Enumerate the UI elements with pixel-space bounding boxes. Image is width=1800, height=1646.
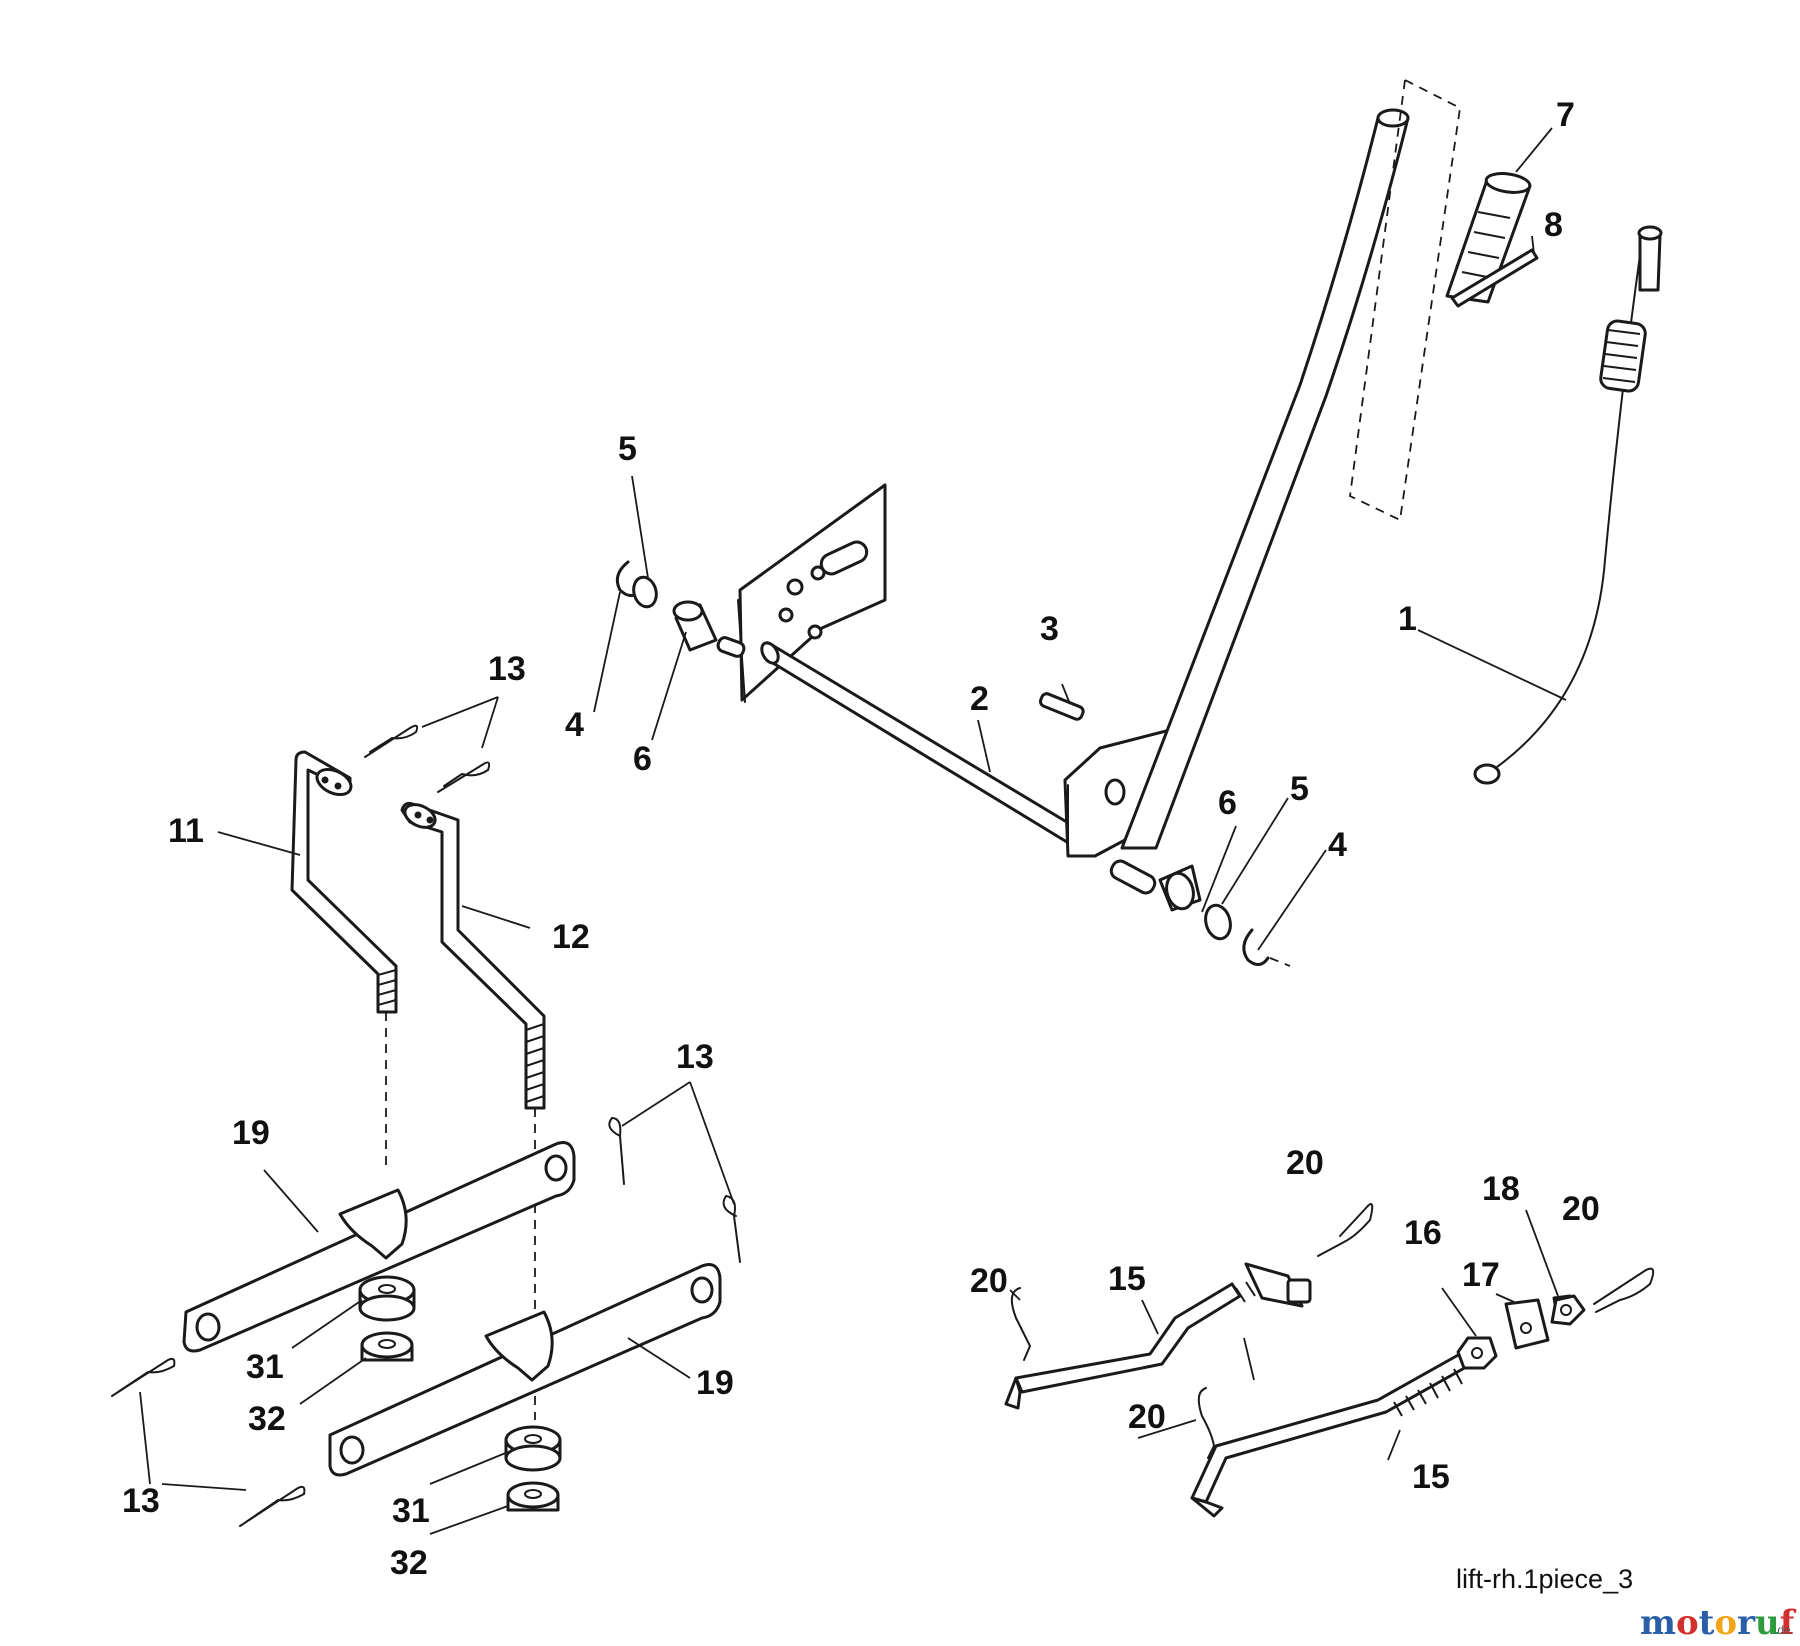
- callout-13-bottom: 13: [122, 1482, 160, 1520]
- hairpin-clips-13: [111, 724, 741, 1527]
- leader-lines: [139, 127, 1567, 1535]
- roll-pin-8: [1450, 248, 1539, 308]
- callout-19-lower: 19: [696, 1364, 734, 1402]
- lift-cable: [1473, 225, 1663, 785]
- handle-grip: [1445, 172, 1532, 304]
- lift-arm-19-upper: [182, 1141, 576, 1353]
- callout-19-upper: 19: [232, 1114, 270, 1152]
- callout-3: 3: [1040, 610, 1059, 648]
- callout-32-lower: 32: [390, 1544, 428, 1582]
- callout-6-right: 6: [1218, 784, 1237, 822]
- adjust-rod-15-upper: [1004, 1262, 1312, 1410]
- callout-5-left: 5: [618, 430, 637, 468]
- callout-20-c: 20: [1562, 1190, 1600, 1228]
- lift-arm-19-lower: [328, 1263, 722, 1477]
- pin-3: [1038, 692, 1085, 721]
- callout-4-right: 4: [1328, 826, 1347, 864]
- callout-20-a: 20: [1286, 1144, 1324, 1182]
- callout-13-right: 13: [676, 1038, 714, 1076]
- callout-32-upper: 32: [248, 1400, 286, 1438]
- callout-18: 18: [1482, 1170, 1520, 1208]
- nut-stack-upper: [358, 1275, 416, 1362]
- callout-8: 8: [1544, 206, 1563, 244]
- callout-7: 7: [1556, 96, 1575, 134]
- svg-text:motoruf: motoruf: [1640, 1603, 1797, 1643]
- callout-31-lower: 31: [392, 1492, 430, 1530]
- drawing-code: lift-rh.1piece_3: [1456, 1564, 1633, 1594]
- callout-4-left: 4: [565, 706, 584, 744]
- adjuster-hardware: [1456, 1294, 1586, 1370]
- callout-6-left: 6: [633, 740, 652, 778]
- callout-16: 16: [1404, 1214, 1442, 1252]
- lift-shaft-assembly: [716, 108, 1410, 895]
- callout-15-upper: 15: [1108, 1260, 1146, 1298]
- callout-20-b: 20: [970, 1262, 1008, 1300]
- watermark-suffix: .de: [1774, 1623, 1791, 1637]
- right-shaft-hardware: [1158, 864, 1291, 967]
- watermark-logo: motoruf .de: [1640, 1603, 1797, 1643]
- callout-13-top: 13: [488, 650, 526, 688]
- callout-15-lower: 15: [1412, 1458, 1450, 1496]
- left-shaft-hardware: [615, 560, 718, 652]
- callout-labels: 1 2 3 4 4 5 5 6 6 7 8 11 12 13 13 13 15 …: [122, 96, 1600, 1582]
- callout-12: 12: [552, 918, 590, 956]
- callout-20-d: 20: [1128, 1398, 1166, 1436]
- lift-link-11: [290, 750, 398, 1170]
- phantom-outline: [1349, 78, 1461, 522]
- callout-31-upper: 31: [246, 1348, 284, 1386]
- nut-stack-lower: [504, 1425, 562, 1512]
- callout-11: 11: [168, 812, 204, 850]
- callout-17: 17: [1462, 1256, 1500, 1294]
- callout-5-right: 5: [1290, 770, 1309, 808]
- callout-1: 1: [1398, 600, 1417, 638]
- callout-2: 2: [970, 680, 989, 718]
